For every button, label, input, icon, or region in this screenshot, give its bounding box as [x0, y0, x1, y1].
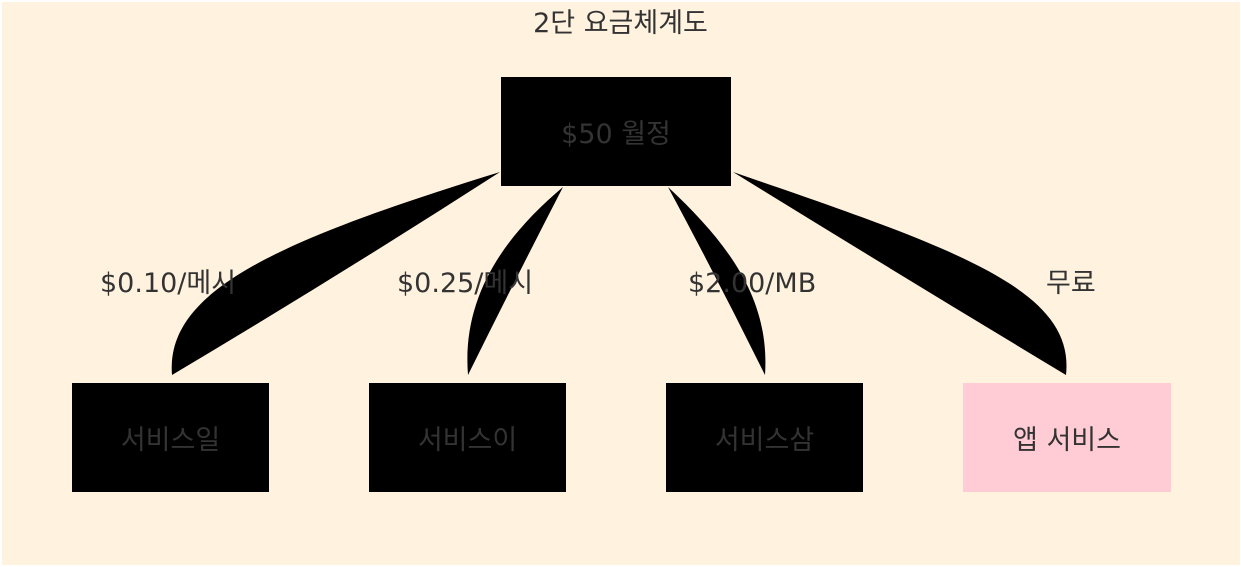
- edge-root-to-child-3: [668, 187, 766, 375]
- edge-root-to-child-1: [171, 172, 500, 375]
- edge-label-child-3: $2.00/MB: [688, 268, 817, 299]
- edge-label-child-4: 무료: [1046, 268, 1096, 299]
- child-node-2: 서비스이: [369, 383, 566, 492]
- root-node-label: $50 월정: [561, 119, 671, 150]
- root-node: $50 월정: [501, 77, 731, 186]
- child-node-2-label: 서비스이: [417, 425, 518, 456]
- child-node-1: 서비스일: [72, 383, 269, 492]
- child-node-3: 서비스삼: [666, 383, 863, 492]
- diagram-title: 2단 요금체계도: [533, 8, 708, 39]
- edge-root-to-child-2: [467, 187, 563, 375]
- child-node-4: 앱 서비스: [963, 383, 1171, 492]
- edge-root-to-child-4: [733, 172, 1067, 375]
- edge-label-child-2: $0.25/메시: [397, 268, 534, 299]
- child-node-4-label: 앱 서비스: [1013, 425, 1121, 456]
- edge-label-child-1: $0.10/메시: [100, 268, 237, 299]
- child-node-1-label: 서비스일: [120, 425, 221, 456]
- child-node-3-label: 서비스삼: [714, 425, 815, 456]
